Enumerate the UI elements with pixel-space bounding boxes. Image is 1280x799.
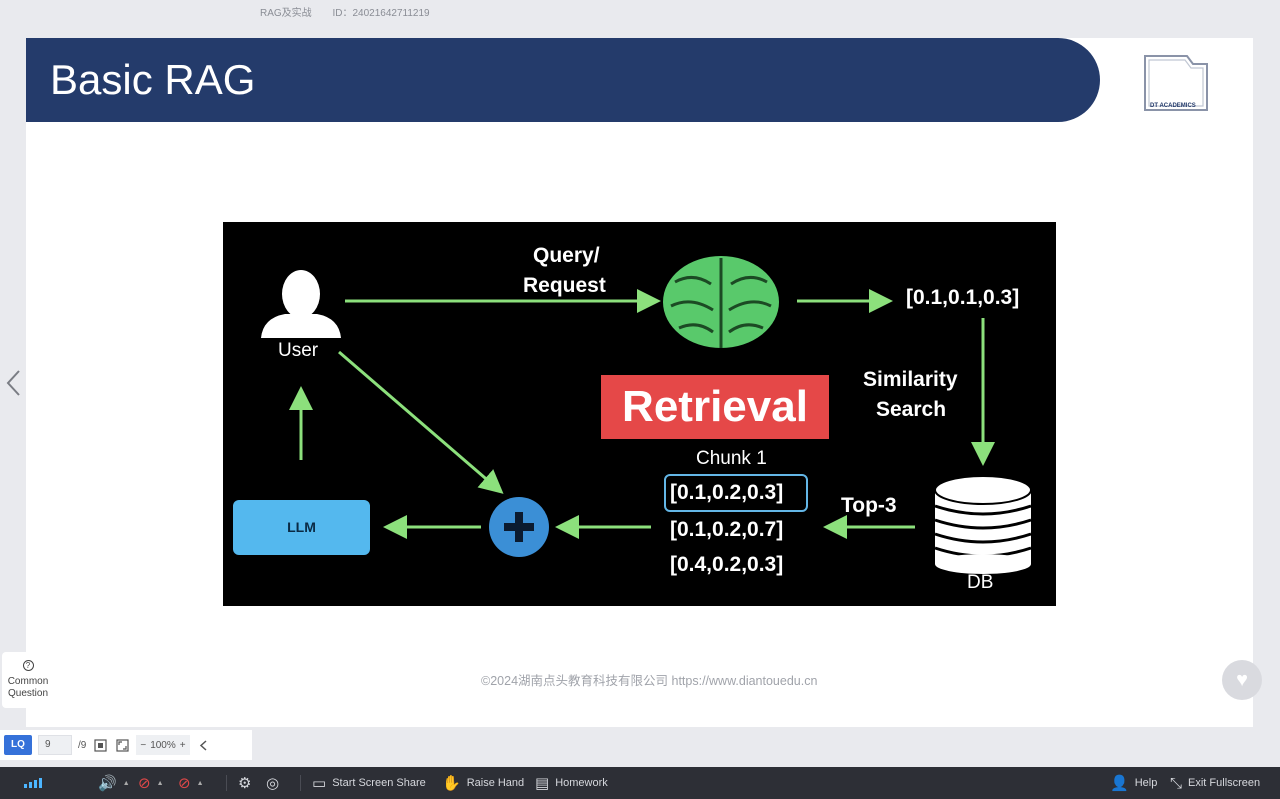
- toolbar-divider: [300, 775, 301, 791]
- db-label: DB: [967, 572, 994, 593]
- page-toolbar: LQ 9 /9 − 100% +: [0, 730, 252, 760]
- help-icon: 👤: [1110, 775, 1129, 792]
- homework-label: Homework: [555, 777, 608, 789]
- similarity-label-line2: Search: [876, 398, 947, 421]
- slide: Basic RAG DT ACADEMICS: [26, 38, 1253, 727]
- logo-text: DT ACADEMICS: [1150, 103, 1196, 109]
- page-number-input[interactable]: 9: [38, 735, 72, 755]
- help-button[interactable]: 👤 Help: [1110, 767, 1157, 799]
- common-question-label: Common Question: [7, 676, 49, 699]
- fit-page-icon[interactable]: [92, 737, 108, 753]
- vector-2: [0.1,0.2,0.7]: [670, 518, 784, 541]
- bottom-toolbar: 🔊▲ ⊘▲ ⊘▲ ⚙ ◎ ▭ Start Screen Share ✋ Rais…: [0, 767, 1280, 799]
- copyright: ©2024湖南点头教育科技有限公司 https://www.diantouedu…: [481, 674, 818, 688]
- mic-muted-icon: ⊘: [138, 775, 151, 792]
- slide-header: Basic RAG: [26, 38, 1100, 122]
- diagram-graphics: [261, 256, 1032, 574]
- zoom-level: 100%: [150, 739, 176, 751]
- chevron-left-icon[interactable]: [4, 368, 24, 398]
- plus-icon[interactable]: +: [179, 739, 186, 751]
- slide-title: Basic RAG: [50, 56, 256, 103]
- exit-fullscreen-label: Exit Fullscreen: [1188, 777, 1261, 789]
- top3-label: Top-3: [841, 494, 897, 517]
- user-label: User: [278, 340, 319, 361]
- lq-button[interactable]: LQ: [4, 735, 32, 755]
- vector-3: [0.4,0.2,0.3]: [670, 553, 784, 576]
- speaker-caret-icon[interactable]: ▲: [122, 779, 130, 787]
- settings-icon[interactable]: ⚙: [238, 775, 252, 792]
- brain-icon: [663, 256, 779, 348]
- vector-1: [0.1,0.2,0.3]: [670, 481, 784, 504]
- raise-hand-button[interactable]: ✋ Raise Hand: [442, 767, 524, 799]
- retrieval-banner: Retrieval: [601, 375, 829, 439]
- camera-caret-icon[interactable]: ▲: [196, 779, 204, 787]
- help-label: Help: [1134, 777, 1158, 789]
- exit-fullscreen-icon: ⤡: [1170, 774, 1183, 792]
- screen-share-icon: ▭: [312, 775, 327, 792]
- session-meta: RAG及实战 ID：24021642711219: [260, 4, 448, 19]
- homework-icon: ▤: [535, 775, 550, 792]
- query-label-line2: Request: [523, 274, 606, 297]
- homework-button[interactable]: ▤ Homework: [535, 767, 608, 799]
- mic-caret-icon[interactable]: ▲: [156, 779, 164, 787]
- signal-icon: [24, 767, 44, 799]
- start-screen-share-button[interactable]: ▭ Start Screen Share: [312, 767, 426, 799]
- camera-muted-icon: ⊘: [178, 775, 191, 792]
- mic-button[interactable]: ⊘▲: [138, 767, 164, 799]
- llm-box: LLM: [233, 500, 370, 555]
- embedding-vector: [0.1,0.1,0.3]: [906, 286, 1020, 309]
- rag-diagram: User Query/ Request [0.1,0.1,0.3] Simila…: [223, 222, 1056, 606]
- heart-icon[interactable]: ♥: [1222, 660, 1262, 700]
- fullscreen-icon[interactable]: [114, 737, 130, 753]
- total-pages: /9: [78, 739, 87, 751]
- question-icon: ?: [22, 660, 34, 671]
- chunk-label: Chunk 1: [696, 448, 767, 469]
- course-name: RAG及实战: [260, 8, 312, 19]
- user-icon: [261, 270, 341, 338]
- toolbar-divider: [226, 775, 227, 791]
- common-question-button[interactable]: ? Common Question: [2, 652, 54, 708]
- raise-hand-label: Raise Hand: [466, 777, 525, 789]
- flow-arrows: [289, 289, 995, 539]
- minus-icon[interactable]: −: [140, 739, 147, 751]
- speaker-button[interactable]: 🔊▲: [98, 767, 130, 799]
- start-screen-share-label: Start Screen Share: [332, 777, 426, 789]
- dt-academics-logo: [1144, 55, 1208, 111]
- camera-button[interactable]: ⊘▲: [178, 767, 204, 799]
- combine-plus-icon: [489, 497, 549, 557]
- exit-fullscreen-button[interactable]: ⤡ Exit Fullscreen: [1170, 767, 1260, 799]
- db-icon: [934, 475, 1032, 574]
- similarity-label-line1: Similarity: [863, 368, 958, 391]
- virtual-bg-icon[interactable]: ◎: [266, 775, 280, 792]
- speaker-icon: 🔊: [98, 775, 117, 792]
- query-label-line1: Query/: [533, 244, 600, 267]
- collapse-chevron-icon[interactable]: [196, 737, 212, 753]
- hand-icon: ✋: [442, 775, 461, 792]
- chunk-highlight: [664, 474, 808, 512]
- session-id: ID：24021642711219: [332, 8, 430, 19]
- zoom-control: − 100% +: [136, 735, 190, 755]
